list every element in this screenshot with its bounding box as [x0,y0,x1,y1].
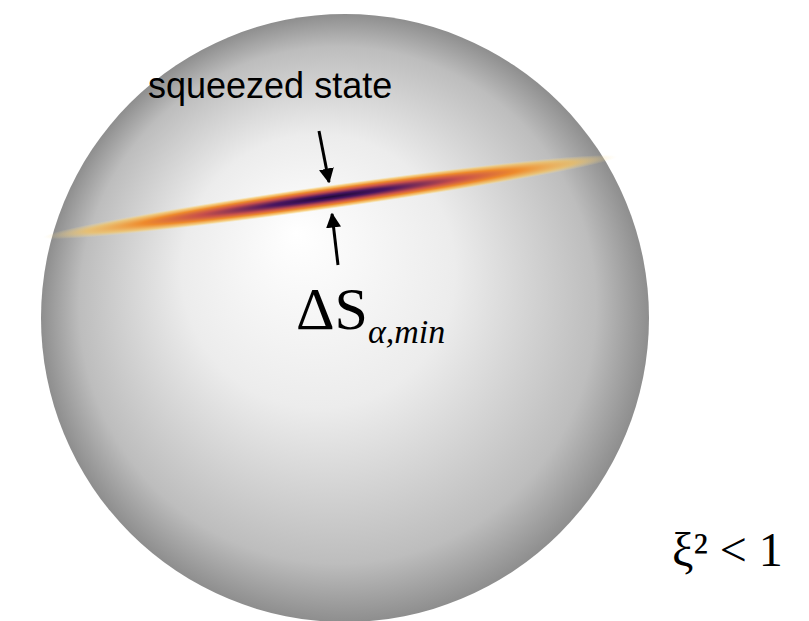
sphere-body [41,14,649,621]
symbol-main: ΔS [296,276,368,342]
bloch-sphere: squeezed stateΔSα,min [40,13,650,621]
squeezing-condition: ξ² < 1 [672,522,783,577]
state-title: squeezed state [148,65,392,107]
width-arrow [319,131,329,182]
squeezed-distribution [41,145,619,249]
width-arrow [332,214,338,265]
variance-symbol: ΔSα,min [296,275,445,351]
symbol-subscript: α,min [368,313,445,350]
